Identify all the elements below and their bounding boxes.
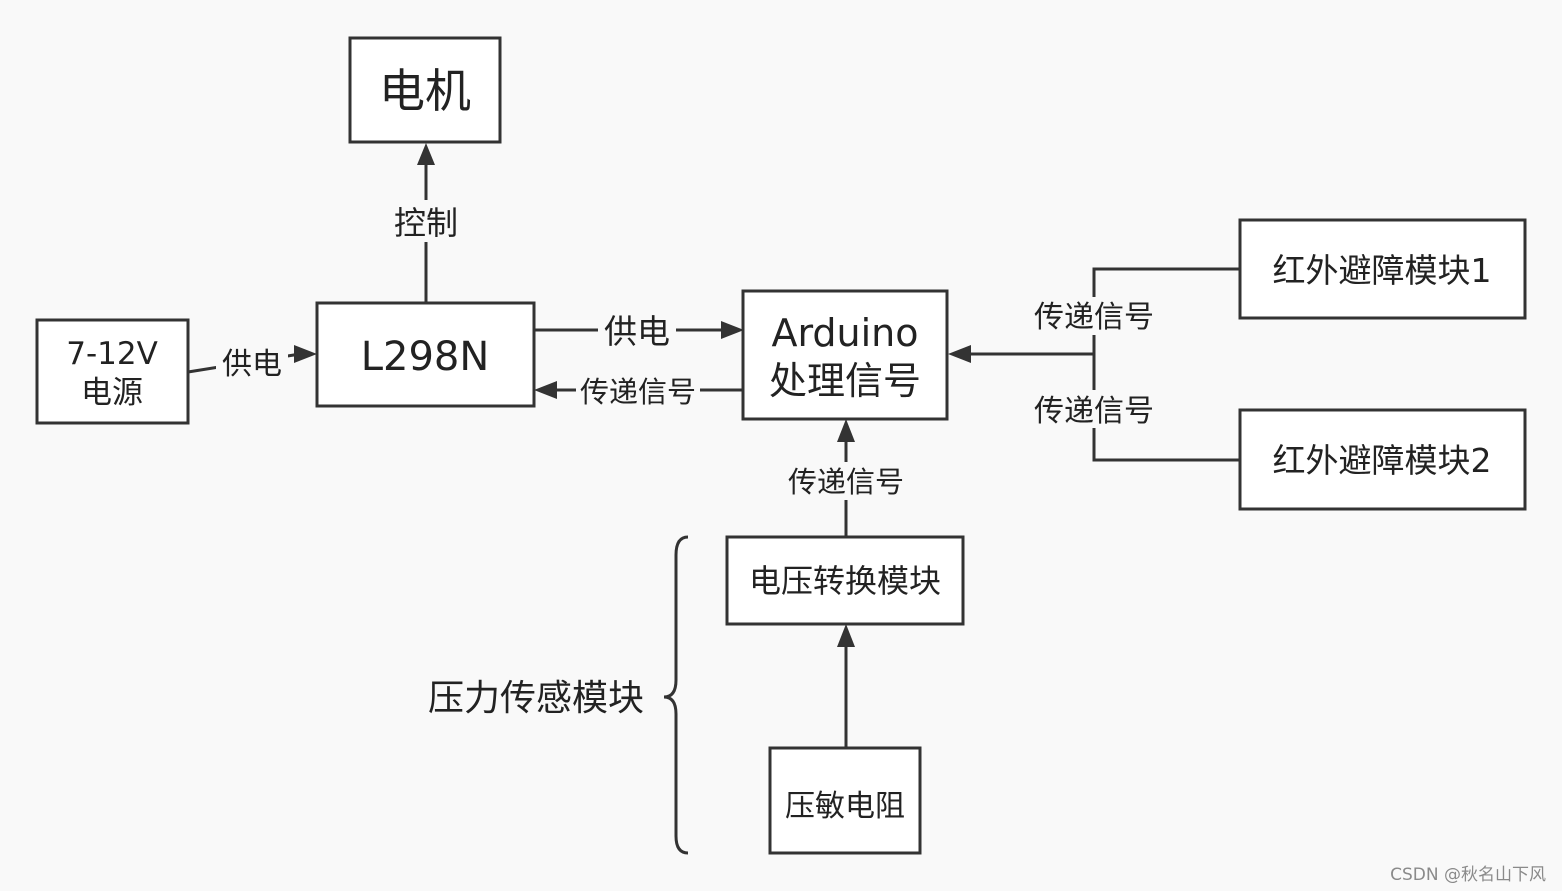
supply-power-mid-label: 供电: [604, 312, 670, 351]
pressure-module-group-label: 压力传感模块: [428, 678, 644, 719]
power-arrowhead: [294, 345, 317, 363]
resistor-arrowhead: [837, 624, 855, 647]
arduino-process-label: 处理信号: [769, 359, 921, 403]
ir-arrowhead: [948, 345, 971, 363]
signal-to-l298n-label: 传递信号: [580, 375, 696, 409]
signal-ir1-label: 传递信号: [1034, 300, 1154, 335]
supply-power-left-label: 供电: [222, 347, 282, 382]
arduino-label: Arduino: [771, 311, 918, 355]
power-source-label: 电源: [81, 375, 143, 411]
watermark: CSDN @秋名山下风: [1390, 865, 1546, 885]
signal-up-label: 传递信号: [788, 465, 904, 499]
l298n-box: [315, 301, 536, 408]
control-arrowhead: [417, 143, 435, 165]
ir1-box: [1238, 218, 1527, 320]
control-label: 控制: [394, 204, 458, 242]
ir2-label: 红外避障模块2: [1273, 441, 1492, 480]
ir1-label: 红外避障模块1: [1273, 251, 1492, 290]
motor-label: 电机: [379, 64, 471, 118]
group-brace: [663, 535, 689, 855]
motor-box: [348, 36, 502, 144]
ir2-box: [1238, 408, 1527, 511]
signal-up-arrowhead: [837, 419, 855, 442]
l298n-label: L298N: [361, 334, 490, 380]
power-box: [35, 318, 190, 425]
arduino-box: [741, 289, 949, 421]
pressure-resistor-box: [768, 746, 922, 855]
supply-arrowhead: [721, 321, 744, 339]
pressure-resistor-label: 压敏电阻: [785, 789, 905, 824]
ir2-connector: [1092, 354, 1240, 462]
signal-l298n-arrowhead: [534, 381, 557, 399]
signal-ir2-label: 传递信号: [1034, 394, 1154, 429]
power-voltage-label: 7-12V: [66, 336, 158, 372]
voltage-converter-box: [725, 535, 965, 626]
voltage-converter-label: 电压转换模块: [749, 562, 941, 600]
